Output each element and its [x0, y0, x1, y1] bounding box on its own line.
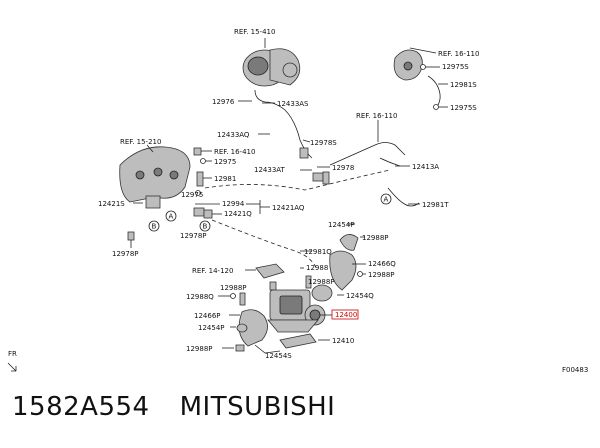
clamp-icon	[200, 158, 206, 164]
label-12410: 12410	[332, 337, 354, 345]
label-12975s: 12975S	[442, 63, 469, 71]
fitting-icon	[193, 147, 202, 156]
label-12981q: 12981Q	[304, 248, 332, 256]
label-12454q: 12454Q	[346, 292, 374, 300]
bolt-icon	[357, 271, 363, 277]
figure-code: F00483	[562, 366, 588, 374]
label-12466q: 12466Q	[368, 260, 396, 268]
label-12988p-b: 12988P	[368, 271, 395, 279]
label-12988: 12988	[306, 264, 328, 272]
label-12421q: 12421Q	[224, 210, 252, 218]
callout-b-icon	[199, 220, 211, 232]
clamp-icon	[433, 104, 439, 110]
fr-label: FR	[8, 350, 17, 358]
label-12988p-a: 12988P	[362, 234, 389, 242]
parts-diagram: REF. 15-410 REF. 16-110 12975S 12981S 12…	[7, 28, 588, 374]
callout-a-icon	[165, 210, 177, 222]
fitting-icon	[193, 207, 205, 217]
bracket-icon	[145, 195, 161, 209]
label-12981: 12981	[214, 175, 236, 183]
bracket-icon	[255, 263, 285, 279]
label-12988p-e: 12988P	[186, 345, 213, 353]
label-12994: 12994	[222, 200, 245, 208]
clamp-icon	[420, 64, 426, 70]
caption: 1582A554 MITSUBISHI	[12, 392, 592, 432]
gasket-icon	[339, 234, 359, 251]
label-ref-14-120: REF. 14-120	[192, 267, 233, 275]
callout-a-label-2: A	[384, 196, 389, 204]
bolt-icon	[305, 275, 312, 289]
callout-b-icon	[148, 220, 160, 232]
label-12400-highlighted: 12400	[335, 311, 357, 319]
label-12975: 12975	[214, 158, 236, 166]
label-12978p-b: 12978P	[180, 232, 207, 240]
upper-right-valve-part	[393, 49, 423, 81]
egr-valve-part	[267, 289, 326, 333]
label-ref-15-210: REF. 15-210	[120, 138, 161, 146]
label-12421s: 12421S	[98, 200, 125, 208]
turbocharger-part	[242, 48, 301, 87]
label-12421aq: 12421AQ	[272, 204, 305, 212]
label-12433as: 12433AS	[277, 100, 309, 108]
highlight-box	[331, 309, 359, 320]
bolt-icon	[235, 344, 245, 352]
exhaust-manifold-part	[119, 146, 191, 203]
label-12433at: 12433AT	[254, 166, 286, 174]
brand-name: MITSUBISHI	[179, 392, 336, 422]
hose-icon	[196, 171, 204, 187]
egr-pipe-part	[238, 309, 268, 347]
label-12975s-b: 12975S	[450, 104, 477, 112]
label-ref-16-110-a: REF. 16-110	[438, 50, 479, 58]
label-12413a: 12413A	[412, 163, 439, 171]
callout-b-label-1: B	[152, 223, 157, 231]
egr-pipe-part	[329, 250, 357, 291]
gasket-icon	[311, 284, 333, 302]
label-12454s: 12454S	[265, 352, 292, 360]
part-number: 1582A554	[12, 392, 150, 422]
fitting-icon	[203, 209, 213, 219]
label-12976: 12976	[212, 98, 235, 106]
label-12988q: 12988Q	[186, 293, 214, 301]
label-12981s: 12981S	[450, 81, 477, 89]
front-arrow-icon	[7, 362, 17, 372]
fitting-icon	[299, 147, 309, 159]
callout-b-label-2: B	[203, 223, 208, 231]
label-12454p-a: 12454P	[328, 221, 355, 229]
label-ref-16-410: REF. 16-410	[214, 148, 255, 156]
label-12988p-c: 12988P	[308, 278, 335, 286]
gasket-icon	[279, 333, 317, 349]
clamp-icon	[195, 190, 201, 196]
label-12433aq: 12433AQ	[217, 131, 250, 139]
label-12978: 12978	[332, 164, 354, 172]
label-12978p-a: 12978P	[112, 250, 139, 258]
bolt-icon	[230, 293, 236, 299]
label-12454p-b: 12454P	[198, 324, 225, 332]
label-12466p: 12466P	[194, 312, 221, 320]
fitting-icon	[322, 171, 330, 185]
fitting-icon	[312, 172, 324, 182]
label-12988p-d: 12988P	[220, 284, 247, 292]
callout-a-icon	[380, 193, 392, 205]
label-12975-b: 12975	[181, 191, 203, 199]
label-12978s: 12978S	[310, 139, 337, 147]
bolt-icon	[239, 292, 246, 306]
fitting-icon	[127, 231, 135, 241]
label-ref-16-110-b: REF. 16-110	[356, 112, 397, 120]
callout-a-label-1: A	[169, 213, 174, 221]
gasket-icon	[236, 323, 248, 333]
label-12981t: 12981T	[422, 201, 449, 209]
label-ref-15-410: REF. 15-410	[234, 28, 275, 36]
bolt-icon	[269, 281, 277, 291]
